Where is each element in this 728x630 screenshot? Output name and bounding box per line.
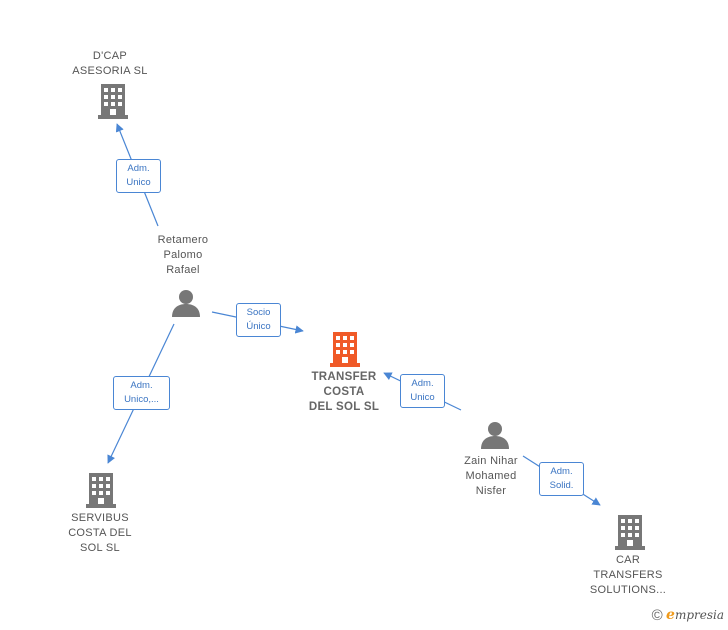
edge-label-line: Adm. <box>411 378 434 389</box>
edge-label-zain-car[interactable]: Adm. Solid. <box>539 462 584 496</box>
brand-name-rest: mpresia <box>674 608 724 622</box>
label-line: D'CAP <box>92 50 128 62</box>
node-label-zain[interactable]: Zain Nihar Mohamed Nisfer <box>441 454 541 499</box>
node-label-dcap[interactable]: D'CAP ASESORIA SL <box>60 49 160 79</box>
label-line: Mohamed <box>465 470 517 482</box>
edge-label-line: Adm. <box>127 163 150 174</box>
node-label-car[interactable]: CAR TRANSFERS SOLUTIONS... <box>578 553 678 598</box>
building-icon[interactable] <box>86 473 116 508</box>
edge-label-line: Unico,... <box>124 394 159 405</box>
brand-name: empresia <box>666 607 724 623</box>
person-icon[interactable] <box>481 422 509 449</box>
label-line: TRANSFERS <box>593 569 663 581</box>
edge-label-zain-transfer[interactable]: Adm. Unico <box>400 374 445 408</box>
edge-label-retamero-dcap[interactable]: Adm. Unico <box>116 159 161 193</box>
edge-label-line: Adm. <box>130 380 153 391</box>
edge-label-line: Unico <box>410 392 435 403</box>
label-line: SOL SL <box>80 542 120 554</box>
label-line: Palomo <box>163 249 203 261</box>
edge-label-retamero-transfer[interactable]: Socio Único <box>236 303 281 337</box>
label-line: ASESORIA SL <box>72 65 148 77</box>
brand-initial: e <box>666 607 675 623</box>
person-icon[interactable] <box>172 290 200 317</box>
label-line: CAR <box>615 554 641 566</box>
building-icon[interactable] <box>330 332 360 367</box>
label-line: TRANSFER <box>311 371 377 383</box>
edge-label-line: Adm. <box>550 466 573 477</box>
node-label-transfer[interactable]: TRANSFER COSTA DEL SOL SL <box>294 370 394 415</box>
edge-label-line: Socio <box>246 307 271 318</box>
label-line: Rafael <box>166 264 200 276</box>
label-line: COSTA <box>323 386 365 398</box>
edge-label-line: Unico <box>126 177 151 188</box>
label-line: Zain Nihar <box>464 455 518 467</box>
label-line: COSTA DEL <box>68 527 132 539</box>
building-icon[interactable] <box>98 84 128 119</box>
node-label-servibus[interactable]: SERVIBUS COSTA DEL SOL SL <box>50 511 150 556</box>
edge-label-retamero-servibus[interactable]: Adm. Unico,... <box>113 376 170 410</box>
label-line: Nisfer <box>475 485 507 497</box>
copyright-symbol: © <box>651 607 663 624</box>
label-line: DEL SOL SL <box>308 401 380 413</box>
label-line: SERVIBUS <box>71 512 129 524</box>
brand-logo[interactable]: © empresia <box>652 607 724 624</box>
building-icon[interactable] <box>615 515 645 550</box>
edge-label-line: Único <box>246 321 271 332</box>
label-line: SOLUTIONS... <box>589 584 667 596</box>
label-line: Retamero <box>157 234 209 246</box>
node-label-retamero[interactable]: Retamero Palomo Rafael <box>133 233 233 278</box>
edge-label-line: Solid. <box>549 480 574 491</box>
